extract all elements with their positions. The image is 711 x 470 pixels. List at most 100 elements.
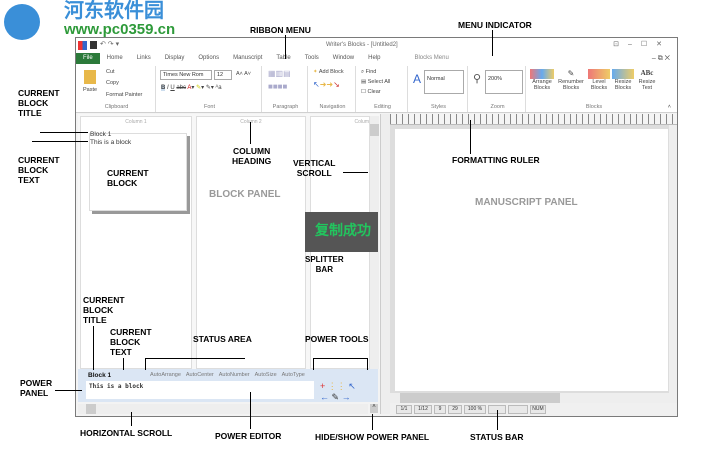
undo-icon[interactable]: ↶ ↷ ▾ (100, 41, 120, 48)
manuscript-horizontal-scrollbar[interactable] (390, 393, 677, 403)
collapse-ribbon-icon[interactable]: ˄ (667, 104, 671, 110)
styles-group: A Normal Styles (410, 66, 468, 112)
level-blocks-button[interactable]: Level Blocks (588, 69, 610, 91)
annotation: SPLITTER BAR (305, 255, 344, 274)
annotation: STATUS BAR (470, 432, 524, 442)
status-autosize[interactable]: AutoSize (254, 372, 277, 378)
watermark-site-name: 河东软件园 (64, 0, 164, 22)
power-panel: Block 1 AutoArrange AutoCenter AutoNumbe… (78, 369, 378, 402)
watermark-url: www.pc0359.cn (64, 21, 176, 38)
zoom-icon: ⚲ (473, 73, 482, 85)
status-num: NUM (530, 405, 546, 414)
format-painter-button[interactable]: Format Painter (106, 92, 143, 98)
font-format-icons[interactable]: B I U abc A▾ ✎▾ ✎▾ ᴬa (161, 85, 222, 91)
annotation: HIDE/SHOW POWER PANEL (315, 432, 430, 442)
grow-shrink-font-icon[interactable]: A˄ A˅ (236, 71, 251, 77)
menu-home[interactable]: Home (106, 55, 123, 61)
copy-success-toast: 复制成功 (305, 212, 378, 252)
add-block-button[interactable]: ✦ Add Block (313, 69, 344, 75)
menu-links[interactable]: Links (136, 55, 151, 61)
menu-help[interactable]: Help (368, 55, 381, 61)
menu-window[interactable]: Window (332, 55, 355, 61)
group-label: Paragraph (272, 104, 299, 110)
annotation: RIBBON MENU (250, 25, 311, 35)
menu-bar: File Home Links Display Options Manuscri… (76, 53, 677, 64)
menu-indicator: Blocks Menu (414, 55, 449, 61)
power-editor[interactable]: This is a block (86, 381, 314, 399)
status-column: 29 (448, 405, 462, 414)
group-label: Clipboard (104, 104, 129, 110)
annotation: HORIZONTAL SCROLL (80, 428, 173, 438)
font-group: Times New Rom 12 A˄ A˅ B I U abc A▾ ✎▾ ✎… (158, 66, 262, 112)
status-bar: 1/1 1/12 9 29 100 % NUM (390, 403, 677, 416)
zoom-select[interactable]: 200% (485, 70, 523, 94)
menu-tools[interactable]: Tools (304, 55, 319, 61)
styles-select[interactable]: Normal (424, 70, 464, 94)
annotation: CURRENT BLOCK TEXT (110, 327, 152, 357)
paste-icon[interactable] (84, 70, 96, 84)
group-label: Font (203, 104, 215, 110)
navigation-arrows-icon[interactable]: ↖➜➜↘ (313, 80, 340, 89)
font-size-select[interactable]: 12 (214, 70, 232, 80)
column-1: Column 1 Block 1 This is a block (80, 116, 192, 369)
resize-blocks-button[interactable]: Resize Blocks (612, 69, 634, 91)
navigation-group: ✦ Add Block ↖➜➜↘ Navigation (310, 66, 356, 112)
hide-show-power-panel-button[interactable]: ˄ (370, 404, 378, 413)
app-icon (78, 41, 87, 50)
group-label: Navigation (319, 104, 346, 110)
cut-button[interactable]: Cut (106, 69, 115, 75)
clear-button[interactable]: ☐ Clear (361, 89, 381, 95)
annotation: BLOCK PANEL (209, 189, 281, 200)
arrange-blocks-button[interactable]: Arrange Blocks (530, 69, 554, 91)
menu-file[interactable]: File (76, 53, 100, 64)
copy-button[interactable]: Copy (106, 80, 119, 86)
menu-manuscript[interactable]: Manuscript (233, 55, 263, 61)
manuscript-page[interactable] (395, 129, 668, 391)
font-family-select[interactable]: Times New Rom (160, 70, 212, 80)
menu-display[interactable]: Display (164, 55, 185, 61)
power-tools[interactable]: + ⋮⋮ ↖← ✎ → (320, 381, 356, 402)
blocks-group: Arrange Blocks ✎Renumber Blocks Level Bl… (528, 66, 660, 112)
status-zoom: 100 % (464, 405, 486, 414)
manuscript-vertical-scrollbar[interactable] (669, 125, 677, 393)
column-heading: Colum (354, 119, 369, 125)
paragraph-group: ▦▥▤ ■■■■ Paragraph (264, 66, 308, 112)
app-window: ↶ ↷ ▾ Writer's Blocks - [Untitled2] ⊡–☐✕… (75, 37, 678, 417)
horizontal-scrollbar[interactable] (78, 404, 368, 414)
editing-group: ⌕ Find ▤ Select All ☐ Clear Editing (358, 66, 408, 112)
save-icon[interactable] (90, 41, 97, 49)
current-block[interactable] (89, 133, 187, 211)
annotation: CURRENT BLOCK TITLE (83, 295, 125, 325)
menu-table[interactable]: Table (276, 55, 291, 61)
power-block-title: Block 1 (88, 372, 112, 379)
splitter-bar[interactable] (380, 114, 390, 414)
window-title: Writer's Blocks - [Untitled2] (326, 42, 398, 48)
status-section: 1/12 (414, 405, 432, 414)
formatting-ruler[interactable] (390, 114, 677, 125)
renumber-blocks-button[interactable]: ✎Renumber Blocks (558, 69, 584, 91)
annotation: POWER PANEL (20, 378, 53, 398)
mdi-controls[interactable]: – ⧉ ✕ (651, 55, 670, 62)
status-autonumber[interactable]: AutoNumber (218, 372, 250, 378)
styles-icon: A (413, 72, 422, 86)
paragraph-layout-icons[interactable]: ▦▥▤ (268, 69, 291, 78)
status-autocenter[interactable]: AutoCenter (185, 372, 214, 378)
annotation: VERTICAL SCROLL (293, 158, 336, 178)
alignment-icons[interactable]: ■■■■ (268, 82, 288, 91)
status-autotype[interactable]: AutoType (281, 372, 305, 378)
block-text: This is a block (90, 139, 132, 146)
paste-button[interactable]: Paste (83, 87, 98, 93)
column-2: Column 2 (196, 116, 306, 369)
annotation: COLUMN HEADING (232, 146, 272, 166)
manuscript-panel (390, 125, 677, 393)
status-area: AutoArrange AutoCenter AutoNumber AutoSi… (150, 372, 305, 378)
watermark-logo (4, 4, 40, 40)
status-autoarrange[interactable]: AutoArrange (150, 372, 181, 378)
find-button[interactable]: ⌕ Find (361, 69, 377, 75)
annotation: CURRENT BLOCK TITLE (18, 88, 60, 118)
menu-options[interactable]: Options (198, 55, 220, 61)
window-controls[interactable]: ⊡–☐✕ (613, 41, 671, 48)
select-all-button[interactable]: ▤ Select All (361, 79, 391, 85)
group-label: Editing (374, 104, 391, 110)
